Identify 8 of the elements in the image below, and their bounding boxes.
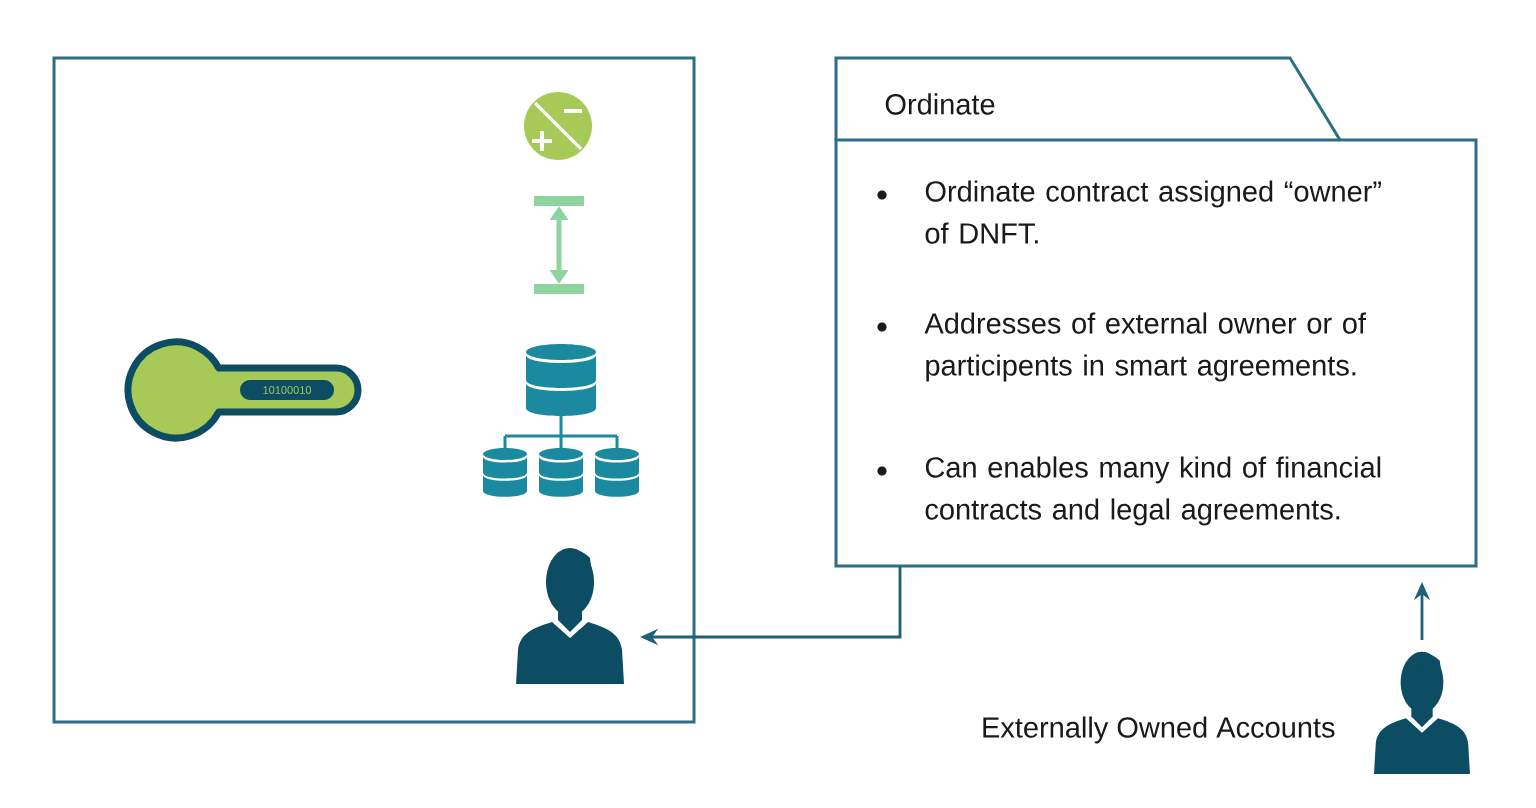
frame-box (52, 56, 696, 724)
bullet-text: Can enables many kind of financial contracts and legal agreements. (925, 456, 1381, 526)
tab-heading: Ordinate (885, 93, 995, 115)
person-icon (1374, 651, 1470, 774)
bullet-text: Ordinate contract assigned “owner” of DNFT. (925, 180, 1381, 244)
caption-text: Externally Owned Accounts (983, 716, 1335, 744)
person-icon (516, 548, 624, 684)
bullet-text: Addresses of external owner or of participents in smart agreements. (924, 312, 1366, 382)
